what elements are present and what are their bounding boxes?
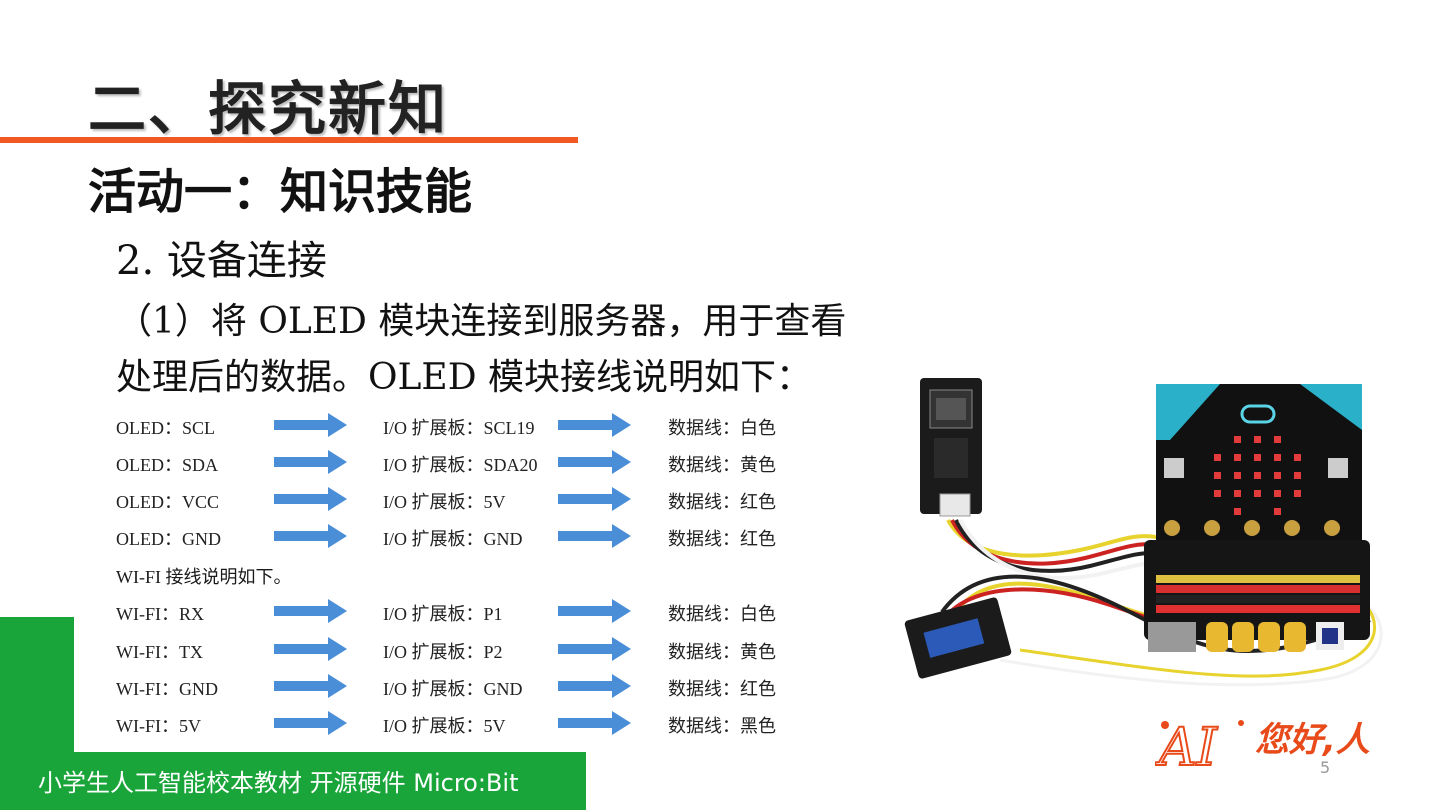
arrow-right-icon xyxy=(558,524,631,548)
wiring-row: WI-FI：5V I/O 扩展板：5V 数据线：黑色 xyxy=(116,708,816,738)
arrow-right-icon xyxy=(274,487,347,511)
wire-cell: 数据线：红色 xyxy=(668,529,776,549)
arrow-right-icon xyxy=(274,674,347,698)
arrow-right-icon xyxy=(558,413,631,437)
wire-cell: 数据线：白色 xyxy=(668,418,776,438)
section-title: 二、探究新知 xyxy=(88,75,449,143)
arrow-right-icon xyxy=(274,637,347,661)
wire-cell: 数据线：黑色 xyxy=(668,716,776,736)
arrow-right-icon xyxy=(558,674,631,698)
arrow-right-icon xyxy=(274,450,347,474)
microbit-board xyxy=(1144,384,1370,652)
arrow-right-icon xyxy=(274,413,347,437)
arrow-right-icon xyxy=(558,487,631,511)
pin-cell: OLED：VCC xyxy=(116,492,219,512)
wire-cell: 数据线：黄色 xyxy=(668,455,776,475)
wiring-row: OLED：SDA I/O 扩展板：SDA20 数据线：黄色 xyxy=(116,447,816,477)
footer-bar xyxy=(0,752,586,810)
page-number: 5 xyxy=(1320,758,1331,777)
wiring-row: OLED：VCC I/O 扩展板：5V 数据线：红色 xyxy=(116,484,816,514)
board-cell: I/O 扩展板：5V xyxy=(383,492,506,512)
wiring-table: OLED：SCL I/O 扩展板：SCL19 数据线：白色 OLED：SDA I… xyxy=(116,408,816,743)
pin-cell: WI-FI：GND xyxy=(116,679,218,699)
arrow-right-icon xyxy=(274,599,347,623)
board-cell: I/O 扩展板：SCL19 xyxy=(383,418,535,438)
wire-cell: 数据线：红色 xyxy=(668,679,776,699)
arrow-right-icon xyxy=(558,637,631,661)
board-cell: I/O 扩展板：P1 xyxy=(383,604,503,624)
wiring-illustration xyxy=(904,378,1383,687)
board-cell: I/O 扩展板：P2 xyxy=(383,642,503,662)
wiring-row: WI-FI：GND I/O 扩展板：GND 数据线：红色 xyxy=(116,671,816,701)
board-cell: I/O 扩展板：SDA20 xyxy=(383,455,538,475)
wire-cell: 数据线：白色 xyxy=(668,604,776,624)
ai-logo: AI 您好,人 xyxy=(1155,717,1370,779)
board-cell: I/O 扩展板：5V xyxy=(383,716,506,736)
title-underline xyxy=(0,137,578,143)
board-cell: I/O 扩展板：GND xyxy=(383,529,523,549)
wiring-row: OLED：GND I/O 扩展板：GND 数据线：红色 xyxy=(116,521,816,551)
pin-cell: OLED：SDA xyxy=(116,455,218,475)
wifi-caption: WI-FI 接线说明如下。 xyxy=(116,567,292,587)
pin-cell: WI-FI：RX xyxy=(116,604,204,624)
footer-text: 小学生人工智能校本教材 开源硬件 Micro:Bit xyxy=(38,769,519,797)
arrow-right-icon xyxy=(558,711,631,735)
wire-cell: 数据线：黄色 xyxy=(668,642,776,662)
pin-cell: OLED：SCL xyxy=(116,418,215,438)
paragraph-line-2: 处理后的数据。OLED 模块接线说明如下： xyxy=(116,357,813,398)
activity-title: 活动一：知识技能 xyxy=(88,164,473,220)
svg-text:您好,人: 您好,人 xyxy=(1255,720,1370,760)
arrow-right-icon xyxy=(558,450,631,474)
arrow-right-icon xyxy=(274,711,347,735)
wiring-row: WI-FI：TX I/O 扩展板：P2 数据线：黄色 xyxy=(116,634,816,664)
wiring-row: WI-FI：RX I/O 扩展板：P1 数据线：白色 xyxy=(116,596,816,626)
arrow-right-icon xyxy=(274,524,347,548)
wifi-module xyxy=(920,378,982,517)
oled-module xyxy=(904,597,1012,679)
pin-cell: WI-FI：5V xyxy=(116,716,201,736)
arrow-right-icon xyxy=(558,599,631,623)
subheading: 2. 设备连接 xyxy=(116,238,327,284)
wire-cell: 数据线：红色 xyxy=(668,492,776,512)
paragraph-line-1: （1）将 OLED 模块连接到服务器，用于查看 xyxy=(116,301,847,342)
pin-cell: OLED：GND xyxy=(116,529,221,549)
wiring-row: OLED：SCL I/O 扩展板：SCL19 数据线：白色 xyxy=(116,410,816,440)
pin-cell: WI-FI：TX xyxy=(116,642,203,662)
board-cell: I/O 扩展板：GND xyxy=(383,679,523,699)
